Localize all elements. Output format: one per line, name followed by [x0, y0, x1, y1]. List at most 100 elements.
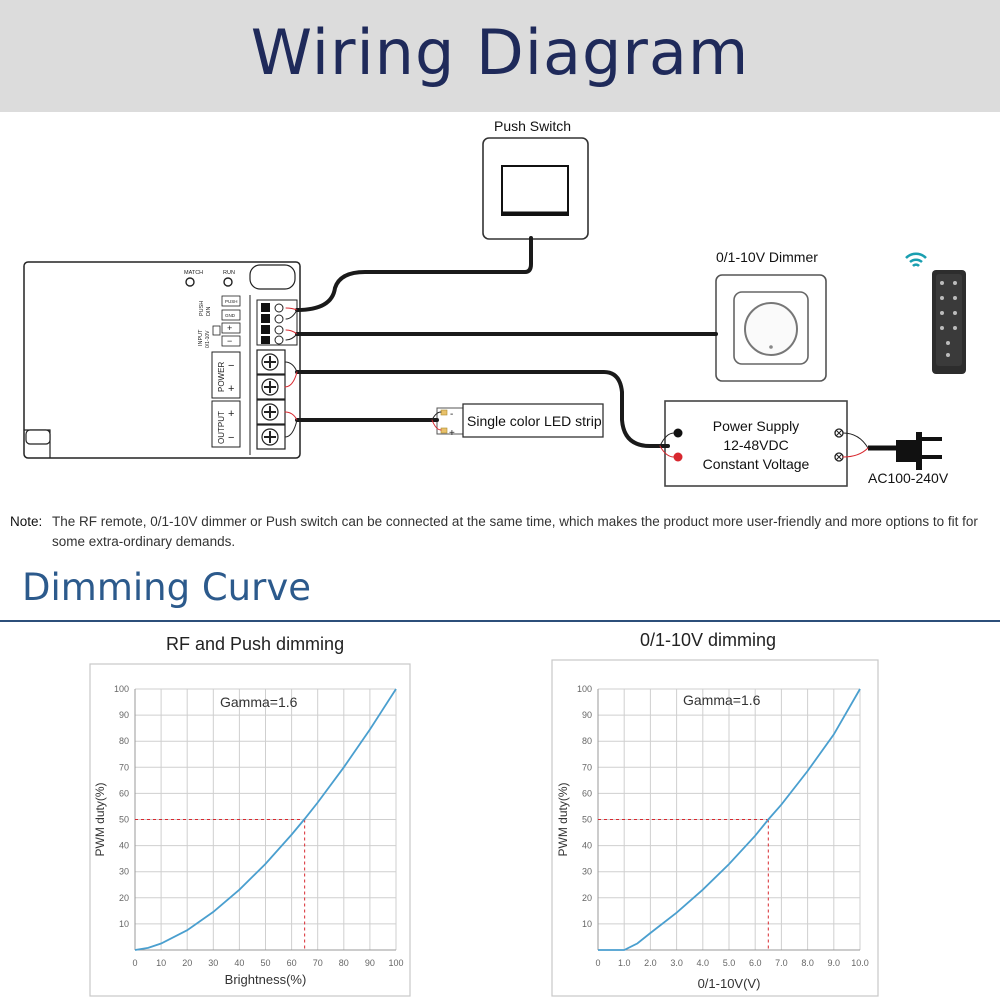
chart-1-title: RF and Push dimming	[166, 634, 345, 654]
chart-2-title: 0/1-10V dimming	[640, 630, 777, 650]
series-line	[134, 688, 397, 951]
y-axis-label: PWM duty(%)	[93, 782, 107, 856]
x-tick-label: 0	[132, 958, 137, 968]
led-strip-label: Single color LED strip	[467, 413, 602, 429]
run-label: RUN	[223, 270, 235, 276]
push-vertical-label: PUSH	[199, 301, 205, 316]
chart-2-group: 0 1.0 2.0 3.0 4.0 5.0 6.0 7.0 8.0 9.0 10.0 10 20 30 40…	[551, 659, 879, 997]
match-button-icon	[185, 277, 195, 287]
power-supply-line-2: 12-48VDC	[723, 437, 789, 453]
x-tick-label: 1.0	[618, 958, 631, 968]
chart-frame	[89, 663, 411, 997]
x-tick-label: 5.0	[723, 958, 736, 968]
note-label: Note:	[10, 514, 43, 529]
x-tick-label: 9.0	[828, 958, 841, 968]
output-vertical-label: OUTPUT	[217, 411, 226, 444]
y-tick-label: 10	[119, 919, 129, 929]
led-minus-label: -	[450, 409, 453, 420]
y-tick-label: 70	[582, 762, 592, 772]
y-tick-label: 20	[119, 893, 129, 903]
y-tick-label: 60	[582, 788, 592, 798]
dimmer-label: 0/1-10V Dimmer	[716, 249, 818, 265]
power-vertical-label: POWER	[217, 362, 226, 392]
x-tick-label: 8.0	[801, 958, 814, 968]
output-minus-label: −	[228, 432, 234, 444]
controller-unit	[23, 261, 301, 459]
dimmer-device	[715, 274, 827, 382]
y-tick-label: 80	[582, 736, 592, 746]
note-text: The RF remote, 0/1-10V dimmer or Push sw…	[52, 514, 978, 549]
dimming-curve-title: Dimming Curve	[22, 566, 311, 609]
x-tick-label: 20	[182, 958, 192, 968]
y-tick-label: 40	[119, 841, 129, 851]
input-minus-label: −	[227, 336, 232, 346]
x-tick-label: 10	[156, 958, 166, 968]
x-tick-label: 50	[260, 958, 270, 968]
x-tick-label: 70	[313, 958, 323, 968]
x-tick-label: 0	[595, 958, 600, 968]
input-plus-label: +	[227, 323, 232, 333]
input-range-label: 0/1-10V	[205, 330, 211, 348]
y-tick-label: 20	[582, 893, 592, 903]
x-tick-label: 40	[234, 958, 244, 968]
y-tick-label: 90	[119, 710, 129, 720]
x-axis-label: Brightness(%)	[225, 972, 307, 987]
y-tick-label: 50	[582, 815, 592, 825]
header-banner: Wiring Diagram	[0, 0, 1000, 112]
y-tick-label: 70	[119, 762, 129, 772]
x-tick-label: 10.0	[851, 958, 869, 968]
ac-voltage-label: AC100-240V	[868, 470, 949, 486]
y-tick-label: 80	[119, 736, 129, 746]
y-tick-label: 40	[582, 841, 592, 851]
power-supply-device	[664, 400, 848, 487]
ac-plug-icon	[868, 432, 942, 470]
x-tick-label: 90	[365, 958, 375, 968]
x-tick-label: 2.0	[644, 958, 657, 968]
series-line	[598, 688, 861, 951]
y-tick-label: 100	[114, 684, 129, 694]
x-tick-label: 6.0	[749, 958, 762, 968]
x-tick-label: 7.0	[775, 958, 788, 968]
din-vertical-label: DIN	[206, 307, 212, 317]
power-supply-label: Power Supply 12-48VDC Constant Voltage	[665, 417, 847, 474]
y-tick-label: 90	[582, 710, 592, 720]
match-label: MATCH	[184, 270, 203, 276]
y-tick-label: 30	[582, 867, 592, 877]
gamma-annotation: Gamma=1.6	[683, 692, 761, 708]
y-tick-label: 10	[582, 919, 592, 929]
chart-frame	[551, 659, 879, 997]
power-supply-line-1: Power Supply	[712, 418, 800, 434]
power-minus-label: −	[228, 360, 234, 372]
x-tick-label: 30	[208, 958, 218, 968]
push-switch	[482, 137, 589, 240]
run-led-icon	[223, 277, 233, 287]
output-plus-label: +	[228, 408, 234, 420]
note-block: Note: The RF remote, 0/1-10V dimmer or P…	[10, 512, 995, 549]
gnd-terminal-label: GND	[225, 313, 236, 318]
x-tick-label: 3.0	[670, 958, 683, 968]
x-axis-label: 0/1-10V(V)	[698, 976, 761, 991]
x-tick-label: 60	[287, 958, 297, 968]
power-supply-line-3: Constant Voltage	[702, 456, 810, 472]
y-tick-label: 30	[119, 867, 129, 877]
x-tick-label: 100	[388, 958, 403, 968]
y-tick-label: 60	[119, 788, 129, 798]
wiring-diagram: MATCH RUN PUSH GND + − − + + − PUSH DIN …	[23, 137, 966, 487]
y-axis-label: PWM duty(%)	[556, 782, 570, 856]
y-tick-label: 100	[577, 684, 592, 694]
push-switch-label: Push Switch	[494, 118, 572, 134]
rf-remote	[905, 252, 966, 374]
section-divider	[0, 620, 1000, 622]
input-vertical-label: INPUT	[198, 329, 204, 346]
led-plus-label: +	[449, 428, 455, 439]
gamma-annotation: Gamma=1.6	[220, 694, 298, 710]
page-title: Wiring Diagram	[250, 16, 750, 89]
push-terminal-label: PUSH	[225, 299, 238, 304]
wires	[284, 236, 869, 458]
x-tick-label: 4.0	[697, 958, 710, 968]
y-tick-label: 50	[119, 815, 129, 825]
power-plus-label: +	[228, 383, 234, 395]
chart-1-group: 0 10 20 30 40 50 60 70 80 90 100 10 20 30 40 50 60 70 80 90…	[89, 663, 411, 997]
x-tick-label: 80	[339, 958, 349, 968]
